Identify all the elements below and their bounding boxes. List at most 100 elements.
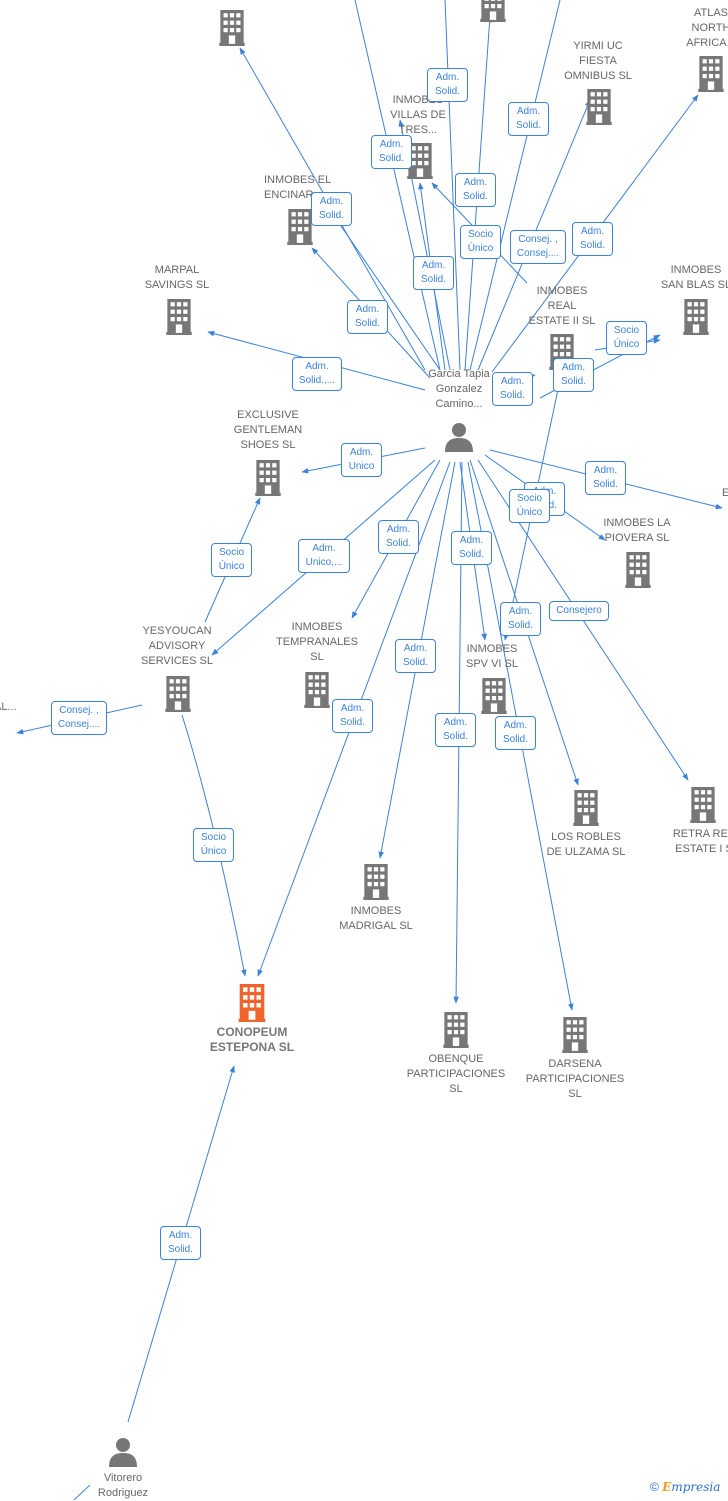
edge-label-adm-solid[interactable]: Adm. Solid. (500, 602, 541, 636)
building-icon (561, 1017, 589, 1053)
edge-label-adm-solid[interactable]: Adm. Solid. (435, 713, 476, 747)
edge-label-adm-solid[interactable]: Adm. Solid. (553, 358, 594, 392)
company-node-retra[interactable]: RETRA REA ESTATE I S (662, 787, 728, 859)
company-label: E (722, 487, 728, 499)
company-label: YESYOUCAN ADVISORY SERVICES SL (141, 625, 213, 667)
building-icon (480, 678, 508, 714)
company-label: RETRA REA ESTATE I S (672, 828, 728, 855)
building-icon (362, 864, 390, 900)
person-label: Garcia Tapia Gonzalez Camino... (428, 368, 490, 410)
edge-label-consej[interactable]: Consej. , Consej.... (51, 701, 107, 735)
building-icon (237, 984, 267, 1022)
company-node-tempranales[interactable]: INMOBES TEMPRANALES SL (270, 620, 364, 710)
company-node-top-center[interactable] (478, 0, 508, 14)
edge-to-top-offscreen-3 (469, 0, 561, 371)
building-icon (585, 89, 613, 125)
edge-label-adm-solid[interactable]: Adm. Solid. (395, 639, 436, 673)
company-label: ATLAS NORTH AFRICA... (686, 7, 728, 49)
building-icon (165, 299, 193, 335)
company-label: AL... (0, 701, 17, 713)
edge-label-consej[interactable]: Consej. , Consej.... (510, 230, 566, 264)
edge-label-consejero[interactable]: Consejero (549, 601, 609, 621)
company-node-al-left[interactable]: AL... (0, 700, 20, 716)
person-icon (444, 422, 474, 452)
edge-label-adm-solid[interactable]: Adm. Solid. (495, 716, 536, 750)
edge-label-adm-solid[interactable]: Adm. Solid. (451, 531, 492, 565)
building-icon (572, 790, 600, 826)
edge-to-encinar-2 (329, 209, 441, 371)
edge-to-top-offscreen-2 (444, 0, 461, 371)
company-node-villas[interactable]: INMOBES VILLAS DE TRES... (378, 93, 458, 183)
brand-logo: Empresia (662, 1480, 721, 1494)
company-label: MARPAL SAVINGS SL (144, 264, 210, 291)
company-node-piovera[interactable]: INMOBES LA PIOVERA SL (594, 516, 680, 588)
building-icon (218, 10, 246, 46)
person-node-vitorero[interactable]: Vitorero Rodriguez (88, 1437, 158, 1500)
company-node-exclusive[interactable]: EXCLUSIVE GENTLEMAN SHOES SL (226, 408, 310, 498)
edge-label-adm-solid[interactable]: Adm. Solid. (427, 68, 468, 102)
person-node-garcia[interactable]: Garcia Tapia Gonzalez Camino... (418, 367, 500, 457)
company-node-top-left[interactable] (217, 10, 247, 46)
edge-label-adm-solid[interactable]: Adm. Solid. (492, 372, 533, 406)
edge-label-adm-solid[interactable]: Adm. Solid. (508, 102, 549, 136)
company-node-yesyoucan[interactable]: YESYOUCAN ADVISORY SERVICES SL (134, 624, 220, 714)
edge-label-adm-solid[interactable]: Adm. Solid. (455, 173, 496, 207)
building-icon (682, 299, 710, 335)
edge-label-adm-unico[interactable]: Adm. Unico,... (298, 539, 350, 573)
edge-label-adm-solid[interactable]: Adm. Solid. (585, 461, 626, 495)
edge-label-adm-solid[interactable]: Adm. Solid.,... (292, 357, 342, 391)
building-icon (303, 672, 331, 708)
building-icon (286, 209, 314, 245)
copyright-symbol: © (650, 1480, 659, 1494)
empresia-watermark: © Empresia (650, 1480, 720, 1494)
company-label: INMOBES LA PIOVERA SL (603, 517, 671, 544)
company-node-marpal[interactable]: MARPAL SAVINGS SL (137, 263, 217, 335)
company-node-realestate2[interactable]: INMOBES REAL ESTATE II SL (520, 284, 604, 374)
edge-label-socio-unico[interactable]: Socio Único (193, 828, 234, 862)
company-label: INMOBES SAN BLAS SL (660, 264, 728, 291)
building-icon (624, 552, 652, 588)
company-node-atlas[interactable]: ATLAS NORTH AFRICA... (676, 6, 728, 96)
person-icon (108, 1437, 138, 1467)
edge-label-socio-unico[interactable]: Socio Único (460, 225, 501, 259)
edge-to-top-offscreen-1 (354, 0, 441, 371)
building-icon (254, 460, 282, 496)
company-node-yirmi[interactable]: YIRMI UC FIESTA OMNIBUS SL (555, 39, 641, 129)
building-icon (697, 56, 725, 92)
edge-label-adm-solid[interactable]: Adm. Solid. (371, 135, 412, 169)
edge-label-adm-solid[interactable]: Adm. Solid. (347, 300, 388, 334)
company-node-encinar[interactable]: INMOBES EL ENCINAR (256, 173, 338, 245)
company-node-e-right[interactable]: E (718, 486, 728, 502)
building-icon (479, 0, 507, 22)
company-label: INMOBES REAL ESTATE II SL (528, 285, 596, 327)
edge-label-adm-solid[interactable]: Adm. Solid. (378, 520, 419, 554)
building-icon (442, 1012, 470, 1048)
building-icon (164, 676, 192, 712)
edge-label-adm-solid[interactable]: Adm. Solid. (572, 222, 613, 256)
company-label: DARSENA PARTICIPACIONES SL (525, 1058, 625, 1100)
company-label: YIRMI UC FIESTA OMNIBUS SL (564, 40, 632, 82)
company-label: EXCLUSIVE GENTLEMAN SHOES SL (233, 409, 303, 451)
edges (16, 0, 723, 1500)
company-node-conopeum[interactable]: CONOPEUM ESTEPONA SL (198, 984, 306, 1056)
company-node-spv[interactable]: INMOBES SPV VI SL (456, 642, 528, 714)
edge-label-socio-unico[interactable]: Socio Único (509, 489, 550, 523)
edge-label-socio-unico[interactable]: Socio Único (606, 321, 647, 355)
company-label: INMOBES SPV VI SL (466, 643, 518, 670)
edge-label-adm-solid[interactable]: Adm. Solid. (332, 699, 373, 733)
edge-label-adm-solid[interactable]: Adm. Solid. (160, 1226, 201, 1260)
company-label: CONOPEUM ESTEPONA SL (209, 1025, 295, 1054)
person-label: Vitorero Rodriguez (97, 1472, 149, 1499)
edge-label-socio-unico[interactable]: Socio Único (211, 543, 252, 577)
edge-label-adm-solid[interactable]: Adm. Solid. (311, 192, 352, 226)
company-node-losrobles[interactable]: LOS ROBLES DE ULZAMA SL (540, 790, 632, 862)
company-node-obenque[interactable]: OBENQUE PARTICIPACIONES SL (402, 1012, 510, 1102)
company-node-darsena[interactable]: DARSENA PARTICIPACIONES SL (520, 1017, 630, 1107)
edge-label-adm-solid[interactable]: Adm. Solid. (413, 256, 454, 290)
edge-label-adm-unico[interactable]: Adm. Unico (341, 443, 382, 477)
company-node-sanblas[interactable]: INMOBES SAN BLAS SL (654, 263, 728, 335)
company-label: INMOBES EL ENCINAR (264, 174, 332, 201)
company-label: OBENQUE PARTICIPACIONES SL (406, 1053, 506, 1095)
company-node-madrigal[interactable]: INMOBES MADRIGAL SL (330, 864, 422, 936)
